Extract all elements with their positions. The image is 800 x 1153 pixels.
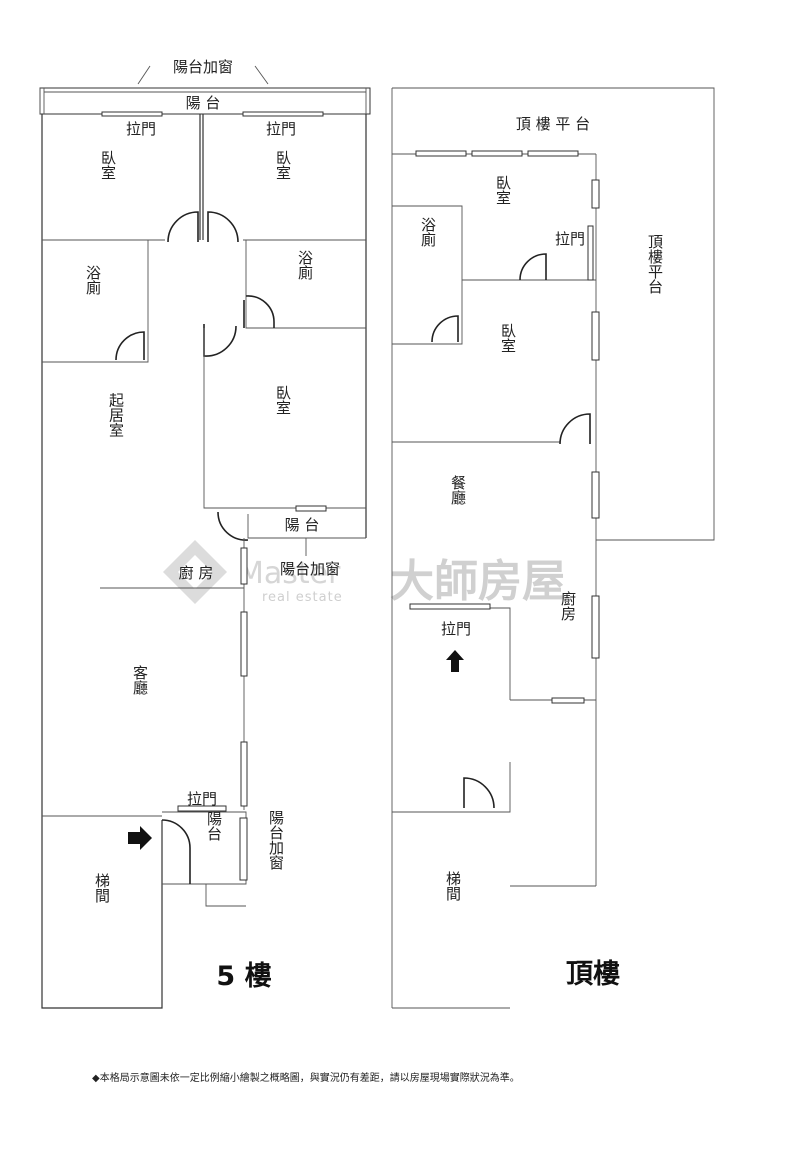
roof-sliding-door-top-label: 拉門 — [555, 230, 585, 248]
floor5-stairs-label: 梯間 — [93, 873, 111, 904]
roof-stairs-label: 梯間 — [444, 871, 462, 902]
stair-up-arrow-icon — [446, 650, 464, 672]
roof-sliding-door-mid-label: 拉門 — [441, 620, 471, 638]
footnote: ◆本格局示意圖未依一定比例縮小繪製之概略圖，與實況仍有差距，請以房屋現場實際狀況… — [92, 1071, 520, 1084]
floor5-kitchen-label: 廚 房 — [179, 564, 214, 582]
floor5-sliding-door-left-label: 拉門 — [126, 120, 156, 138]
floor5-balcony-window-top-label: 陽台加窗 — [173, 58, 233, 76]
watermark-brand-sub: real estate — [262, 590, 343, 605]
floor5-living-label: 起居室 — [107, 393, 125, 438]
floor5-title: 5 樓 — [216, 961, 271, 992]
roof-kitchen-label: 廚房 — [559, 590, 577, 621]
floor5-labels: 陽台加窗 陽 台 拉門 拉門 臥室 臥室 浴廁 浴廁 起居室 臥室 陽 台 陽台… — [84, 58, 340, 992]
roof-terrace-top-label: 頂 樓 平 台 — [516, 115, 590, 133]
entrance-arrow-icon — [128, 826, 152, 850]
floor5-balcony-window-bottom-label: 陽台加窗 — [267, 810, 285, 870]
floor5-bedroom-2-label: 臥室 — [274, 150, 292, 180]
floor5-bedroom-1-label: 臥室 — [99, 150, 117, 180]
roof-terrace-right-label: 頂樓平台 — [646, 234, 664, 294]
floor5-balcony-top-label: 陽 台 — [186, 94, 221, 112]
floor5-balcony-bottom-label: 陽台 — [205, 811, 223, 841]
watermark-brand-cn: 大師房屋 — [390, 556, 566, 607]
floor5-sliding-door-bottom-label: 拉門 — [187, 790, 217, 808]
floor5-lounge-label: 客廳 — [131, 665, 149, 696]
roof-bath-label: 浴廁 — [419, 217, 437, 248]
floor5-balcony-mid-label: 陽 台 — [285, 516, 320, 534]
roof-bedroom-1-label: 臥室 — [494, 175, 512, 205]
floor5-balcony-window-mid-label: 陽台加窗 — [280, 560, 340, 578]
floor5-bedroom-3-label: 臥室 — [274, 385, 292, 415]
roof-plan — [391, 87, 715, 1009]
roof-labels: 頂 樓 平 台 臥室 浴廁 拉門 頂樓平台 臥室 餐廳 廚房 拉門 梯間 頂樓 — [419, 115, 664, 990]
watermark-brand-en: Master — [238, 556, 341, 591]
roof-bedroom-2-label: 臥室 — [499, 323, 517, 353]
floor5-sliding-door-right-label: 拉門 — [266, 120, 296, 138]
floor5-bath-2-label: 浴廁 — [296, 250, 314, 281]
roof-dining-label: 餐廳 — [449, 475, 467, 506]
watermark: Master real estate 大師房屋 — [163, 540, 566, 607]
floor5-plan — [39, 65, 371, 1009]
roof-title: 頂樓 — [566, 959, 620, 990]
floor5-bath-1-label: 浴廁 — [84, 265, 102, 296]
